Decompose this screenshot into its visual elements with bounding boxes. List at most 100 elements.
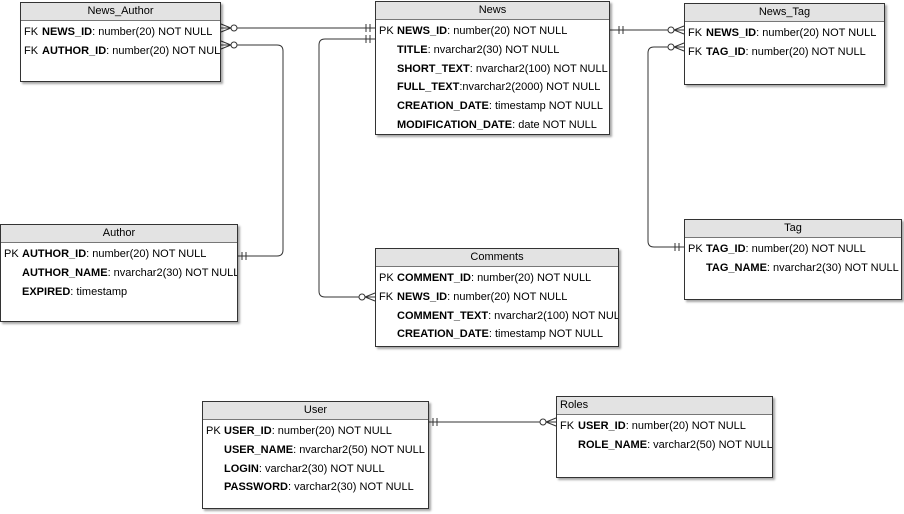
attribute-type: : nvarchar2(30) NOT NULL <box>766 261 899 274</box>
attribute-row: PK USER_ID: number(20) NOT NULL <box>203 422 428 441</box>
attribute-row: FK AUTHOR_ID: number(20) NOT NULL <box>21 42 220 61</box>
key-marker: FK <box>379 290 394 303</box>
attribute-name: EXPIRED <box>22 285 71 298</box>
attribute-row: SHORT_TEXT: nvarchar2(100) NOT NULL <box>376 60 609 79</box>
attribute-name: CREATION_DATE <box>397 328 489 341</box>
attribute-row: TITLE: nvarchar2(30) NOT NULL <box>376 41 609 60</box>
attribute-row: PK COMMENT_ID: number(20) NOT NULL <box>376 269 618 288</box>
entity-title: Roles <box>557 397 772 415</box>
attribute-row: FK TAG_ID: number(20) NOT NULL <box>685 43 884 62</box>
attribute-type: : number(20) NOT NULL <box>447 25 568 37</box>
entity-user: User PK USER_ID: number(20) NOT NULL USE… <box>202 401 429 509</box>
entity-title: Author <box>1 225 237 243</box>
attribute-name: NEWS_ID <box>42 26 93 38</box>
attribute-name: ROLE_NAME <box>578 438 648 451</box>
attribute-type: : number(20) NOT NULL <box>106 44 221 57</box>
attribute-type: : date NOT NULL <box>512 118 597 131</box>
key-marker: FK <box>24 26 39 38</box>
attribute-row: USER_NAME: nvarchar2(50) NOT NULL <box>203 441 428 460</box>
attribute-row: TAG_NAME: nvarchar2(30) NOT NULL <box>685 259 901 278</box>
attribute-name: NEWS_ID <box>397 25 448 37</box>
attribute-type: : number(20) NOT NULL <box>625 420 746 432</box>
attribute-name: NEWS_ID <box>706 27 757 39</box>
attribute-row: CREATION_DATE: timestamp NOT NULL <box>376 325 618 344</box>
entity-title: User <box>203 402 428 420</box>
rel-news-author-to-author <box>220 40 284 260</box>
attribute-name: TAG_ID <box>706 243 746 255</box>
attribute-row: EXPIRED: timestamp <box>1 283 237 302</box>
entity-title: News_Tag <box>685 4 884 22</box>
attribute-type: : nvarchar2(30) NOT NULL <box>427 43 560 56</box>
attribute-row: AUTHOR_NAME: nvarchar2(30) NOT NULL <box>1 264 237 283</box>
attribute-type: : number(20) NOT NULL <box>86 248 207 260</box>
attribute-name: CREATION_DATE <box>397 100 489 113</box>
rel-news-author-to-news <box>220 23 375 33</box>
entity-news-author: News_Author FK NEWS_ID: number(20) NOT N… <box>20 2 221 82</box>
attribute-row: MODIFICATION_DATE: date NOT NULL <box>376 116 609 134</box>
attribute-type: : nvarchar2(50) NOT NULL <box>293 443 425 456</box>
rel-news-to-comments <box>318 35 376 302</box>
key-marker: PK <box>688 243 703 255</box>
attribute-type: : timestamp NOT NULL <box>488 100 603 113</box>
attribute-name: LOGIN <box>224 462 259 475</box>
attribute-row: LOGIN: varchar2(30) NOT NULL <box>203 460 428 479</box>
attribute-name: COMMENT_ID <box>397 272 471 284</box>
entity-title: News <box>376 2 609 20</box>
attribute-name: USER_ID <box>578 420 626 432</box>
rel-news-to-news-tag <box>610 25 685 35</box>
attribute-type: : number(20) NOT NULL <box>745 243 866 255</box>
attribute-name: USER_ID <box>224 425 272 437</box>
attribute-type: :nvarchar2(2000) NOT NULL <box>459 81 601 94</box>
attribute-row: FK NEWS_ID: number(20) NOT NULL <box>376 288 618 307</box>
entity-roles: Roles FK USER_ID: number(20) NOT NULL RO… <box>556 396 773 478</box>
attribute-name: AUTHOR_ID <box>22 248 87 260</box>
attribute-name: SHORT_TEXT <box>397 62 470 75</box>
attribute-row: FK USER_ID: number(20) NOT NULL <box>557 417 772 436</box>
attribute-row: PK AUTHOR_ID: number(20) NOT NULL <box>1 245 237 264</box>
attribute-type: : varchar2(50) NOT NULL <box>647 438 773 451</box>
attribute-name: COMMENT_TEXT <box>397 309 489 322</box>
attribute-name: TITLE <box>397 43 428 56</box>
entity-comments: Comments PK COMMENT_ID: number(20) NOT N… <box>375 248 619 347</box>
attribute-type: : timestamp NOT NULL <box>488 328 603 341</box>
attribute-row: ROLE_NAME: varchar2(50) NOT NULL <box>557 436 772 455</box>
key-marker: FK <box>688 27 703 39</box>
attribute-name: NEWS_ID <box>397 290 448 303</box>
entity-news: News PK NEWS_ID: number(20) NOT NULL TIT… <box>375 1 610 135</box>
attribute-name: MODIFICATION_DATE <box>397 118 513 131</box>
entity-title: Tag <box>685 220 901 238</box>
key-marker: PK <box>379 272 394 284</box>
attribute-name: FULL_TEXT <box>397 81 460 94</box>
attribute-name: USER_NAME <box>224 443 294 456</box>
attribute-name: AUTHOR_NAME <box>22 266 108 279</box>
key-marker: PK <box>4 248 19 260</box>
attribute-row: PK NEWS_ID: number(20) NOT NULL <box>376 22 609 41</box>
attribute-type: : number(20) NOT NULL <box>92 26 213 38</box>
entity-tag: Tag PK TAG_ID: number(20) NOT NULL TAG_N… <box>684 219 902 300</box>
entity-news-tag: News_Tag FK NEWS_ID: number(20) NOT NULL… <box>684 3 885 85</box>
entity-author: Author PK AUTHOR_ID: number(20) NOT NULL… <box>0 224 238 322</box>
attribute-row: FK NEWS_ID: number(20) NOT NULL <box>685 24 884 43</box>
attribute-name: PASSWORD <box>224 481 288 494</box>
attribute-type: : number(20) NOT NULL <box>447 290 568 303</box>
attribute-name: TAG_NAME <box>706 261 767 274</box>
key-marker: PK <box>206 425 221 437</box>
attribute-type: : varchar2(30) NOT NULL <box>287 481 414 494</box>
attribute-type: : nvarchar2(30) NOT NULL <box>107 266 238 279</box>
attribute-type: : timestamp <box>70 285 128 298</box>
key-marker: FK <box>24 44 39 57</box>
key-marker: FK <box>688 45 703 58</box>
attribute-row: FULL_TEXT:nvarchar2(2000) NOT NULL <box>376 78 609 97</box>
rel-news-tag-to-tag <box>647 42 685 251</box>
key-marker: FK <box>560 420 575 432</box>
attribute-row: CREATION_DATE: timestamp NOT NULL <box>376 97 609 116</box>
attribute-type: : nvarchar2(100) NOT NULL <box>469 62 608 75</box>
attribute-type: : number(20) NOT NULL <box>271 425 392 437</box>
attribute-type: : number(20) NOT NULL <box>745 45 866 58</box>
attribute-row: COMMENT_TEXT: nvarchar2(100) NOT NULL <box>376 307 618 326</box>
attribute-name: AUTHOR_ID <box>42 44 107 57</box>
attribute-type: : varchar2(30) NOT NULL <box>258 462 385 475</box>
attribute-row: PK TAG_ID: number(20) NOT NULL <box>685 240 901 259</box>
attribute-name: TAG_ID <box>706 45 746 58</box>
